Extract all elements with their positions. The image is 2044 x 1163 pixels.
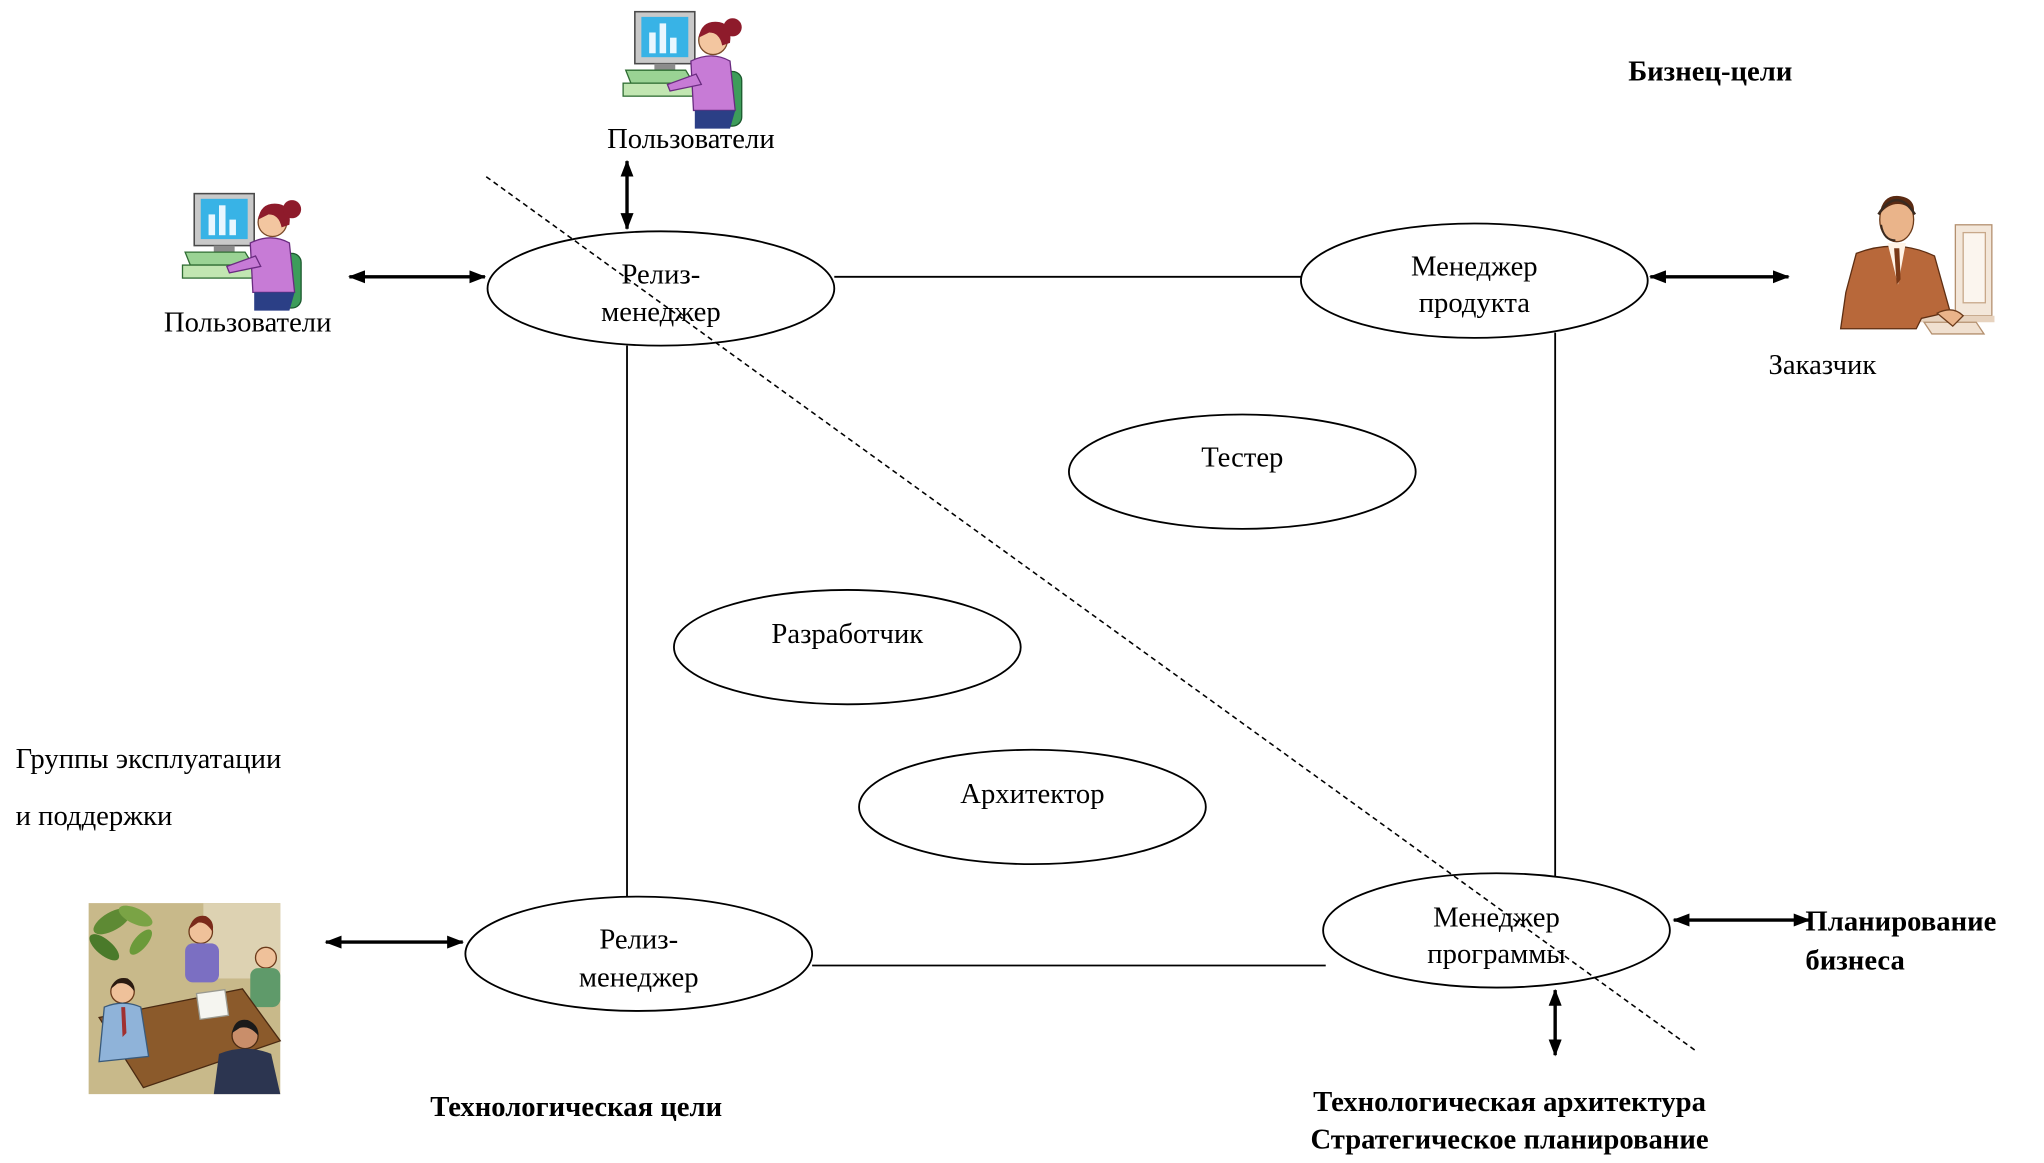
suit xyxy=(1839,245,1951,330)
person-hair xyxy=(232,1019,259,1036)
architect-label: Архитектор xyxy=(960,778,1104,810)
tech-goals-heading: Технологическая цели xyxy=(430,1091,722,1123)
program-manager-line2: программы xyxy=(1427,938,1565,970)
arm xyxy=(666,73,703,92)
users-left-label: Пользователи xyxy=(164,306,332,338)
person-hair xyxy=(189,915,214,932)
hand xyxy=(1935,309,1965,328)
node-architect xyxy=(858,748,1207,866)
business-planning-line2: бизнеса xyxy=(1805,944,1904,976)
meeting-table xyxy=(98,988,282,1089)
users-top-label: Пользователи xyxy=(607,123,775,155)
release-manager-bottom-line2: менеджер xyxy=(579,961,699,993)
node-program-manager xyxy=(1322,872,1671,989)
paper xyxy=(195,988,230,1021)
monitor-screen xyxy=(1962,231,1986,304)
monitor-stand xyxy=(213,245,235,253)
product-manager-line1: Менеджер xyxy=(1411,251,1538,283)
person-body xyxy=(213,1048,281,1095)
monitor-stand xyxy=(654,63,676,71)
screen-bar xyxy=(229,219,236,236)
business-goals-heading: Бизнец-цели xyxy=(1628,56,1792,88)
woman-at-computer-icon xyxy=(622,10,743,129)
ops-support-line2: и поддержки xyxy=(16,800,173,832)
person-body xyxy=(250,968,281,1008)
hair xyxy=(258,203,290,228)
ops-support-line1: Группы эксплуатации xyxy=(16,743,282,775)
legs xyxy=(254,292,295,311)
node-developer xyxy=(673,589,1022,706)
headset-mic xyxy=(1880,224,1896,242)
node-release-manager-bottom xyxy=(464,895,814,1012)
screen-bar xyxy=(649,32,656,54)
hair-bun xyxy=(282,200,302,219)
legs xyxy=(694,110,736,129)
developer-label: Разработчик xyxy=(771,618,923,650)
hair-bun xyxy=(723,18,742,37)
plant-leaf xyxy=(89,934,120,961)
keyboard xyxy=(1922,321,1986,335)
node-release-manager-top xyxy=(486,230,836,347)
businessman-at-computer-icon xyxy=(1839,195,1995,335)
arm xyxy=(225,255,262,274)
person-hair xyxy=(110,978,135,992)
person-tie xyxy=(121,1007,127,1037)
screen-bar xyxy=(659,23,667,54)
release-manager-top-line1: Релиз- xyxy=(621,258,700,290)
person-head xyxy=(254,946,278,969)
node-product-manager xyxy=(1300,222,1649,339)
tie xyxy=(1894,248,1901,285)
screen-bar xyxy=(219,205,226,236)
hair xyxy=(698,21,731,46)
screen-bar xyxy=(208,214,216,236)
program-manager-line1: Менеджер xyxy=(1433,902,1560,934)
plant-leaf xyxy=(118,905,153,927)
product-manager-line2: продукта xyxy=(1419,287,1531,319)
plant-leaf xyxy=(129,929,153,955)
tester-label: Тестер xyxy=(1201,442,1283,474)
tech-architecture-line2: Стратегическое планирование xyxy=(1310,1124,1708,1156)
release-manager-top-line2: менеджер xyxy=(601,296,721,328)
screen-bar xyxy=(670,37,677,54)
business-planning-line1: Планирование xyxy=(1805,905,1996,937)
release-manager-bottom-line1: Релиз- xyxy=(599,924,678,956)
tech-architecture-line1: Технологическая архитектура xyxy=(1313,1086,1706,1118)
torso xyxy=(249,237,296,294)
customer-label: Заказчик xyxy=(1769,349,1877,381)
node-tester xyxy=(1068,413,1417,530)
person-body xyxy=(185,943,219,983)
business-tech-divider xyxy=(485,176,1696,1051)
hair xyxy=(1879,195,1915,215)
torso xyxy=(690,55,736,112)
woman-at-computer-icon xyxy=(181,192,302,311)
office-meeting-icon xyxy=(88,903,282,1095)
headset xyxy=(1877,198,1917,216)
